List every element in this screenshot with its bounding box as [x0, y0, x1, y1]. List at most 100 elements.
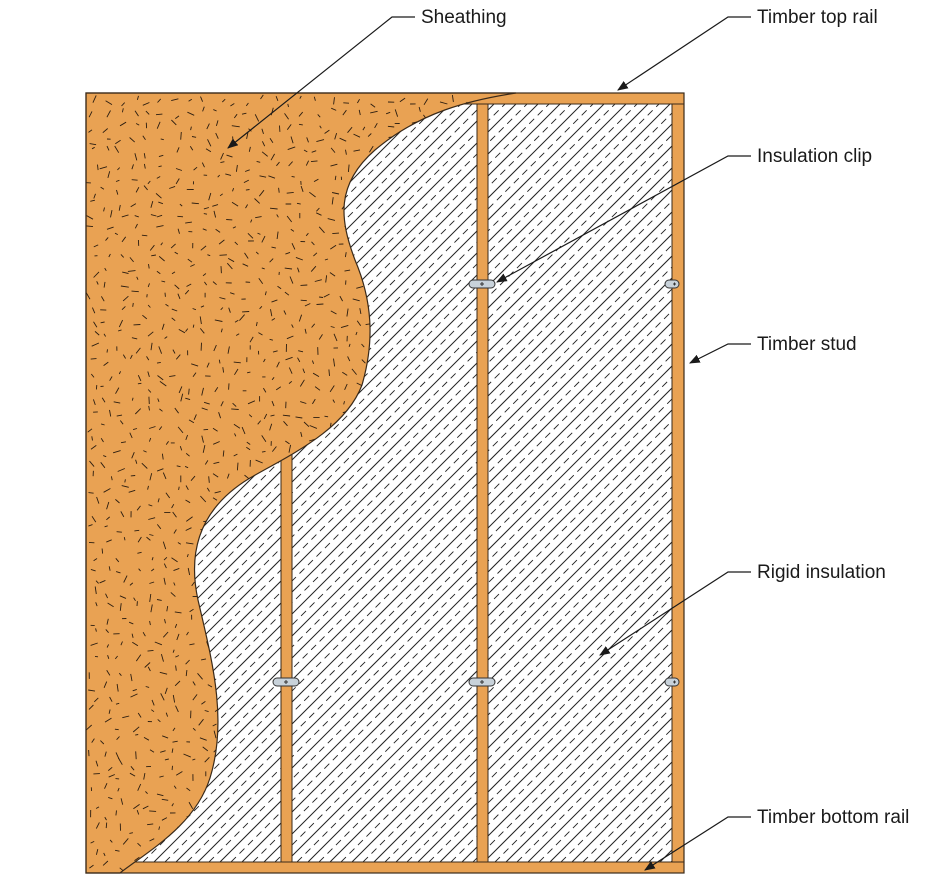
sheathing-fleck [313, 252, 318, 257]
sheathing-fleck [231, 408, 239, 410]
sheathing-fleck [203, 401, 210, 405]
sheathing-fleck [318, 226, 325, 234]
sheathing-fleck [148, 504, 153, 507]
sheathing-fleck [217, 174, 221, 178]
hatch-line [86, 104, 627, 645]
sheathing-fleck [347, 356, 351, 362]
sheathing-fleck [173, 582, 176, 586]
sheathing-fleck [206, 362, 210, 368]
sheathing-fleck [135, 751, 137, 760]
sheathing-fleck [261, 267, 265, 270]
hatch-line [770, 104, 946, 862]
sheathing-fleck [269, 423, 273, 431]
sheathing-fleck [362, 126, 366, 131]
sheathing-fleck [200, 305, 205, 308]
sheathing-fleck [156, 214, 163, 218]
sheathing-fleck [310, 265, 317, 272]
sheathing-fleck [137, 551, 142, 554]
sheathing-fleck [95, 760, 99, 767]
sheathing-fleck [188, 388, 190, 395]
sheathing-fleck [130, 673, 133, 682]
sheathing-fleck [104, 783, 108, 789]
sheathing-fleck [351, 368, 357, 375]
sheathing-fleck [201, 701, 206, 705]
hatch-line [86, 145, 672, 733]
sheathing-fleck [120, 511, 125, 518]
sheathing-fleck [213, 441, 220, 445]
hatch-line [109, 299, 672, 862]
sheathing-fleck [114, 145, 120, 153]
sheathing-fleck [131, 633, 134, 638]
sheathing-fleck [109, 376, 113, 381]
sheathing-fleck [199, 737, 207, 741]
sheathing-fleck [151, 254, 156, 257]
sheathing-fleck [131, 452, 135, 459]
sheathing-fleck [233, 423, 241, 429]
sheathing-fleck [88, 689, 96, 692]
sheathing-fleck [192, 308, 197, 311]
sheathing-fleck [185, 542, 194, 545]
sheathing-fleck [192, 758, 196, 761]
sheathing-fleck [119, 420, 124, 425]
sheathing-fleck [119, 595, 127, 599]
label-rigid-insulation: Rigid insulation [757, 562, 886, 583]
sheathing-fleck [135, 186, 140, 193]
sheathing-fleck [298, 314, 303, 322]
sheathing-fleck [288, 161, 293, 167]
insulation-clip-edge [664, 279, 680, 289]
sheathing-fleck [171, 748, 174, 753]
sheathing-fleck [90, 445, 97, 450]
hatch-dash-line [86, 104, 616, 634]
sheathing-fleck [235, 164, 238, 172]
sheathing-fleck [353, 149, 361, 152]
sheathing-fleck [109, 409, 112, 417]
sheathing-fleck [185, 499, 191, 504]
sheathing-fleck [218, 359, 221, 364]
sheathing-fleck [149, 473, 153, 481]
sheathing-fleck [95, 628, 97, 632]
sheathing-fleck [121, 306, 126, 311]
sheathing-fleck [108, 566, 111, 571]
sheathing-fleck [115, 571, 121, 574]
sheathing-fleck [149, 749, 155, 753]
sheathing-fleck [101, 296, 105, 302]
sheathing-fleck [188, 419, 195, 424]
sheathing-fleck [103, 333, 106, 337]
sheathing-fleck [91, 738, 95, 743]
sheathing-fleck [122, 354, 126, 359]
hatch-line [263, 453, 672, 862]
sheathing-fleck [119, 603, 122, 611]
sheathing-fleck [219, 193, 223, 197]
sheathing-fleck [105, 100, 113, 105]
sheathing-fleck [138, 568, 141, 572]
sheathing-fleck [86, 724, 93, 731]
sheathing-fleck [164, 687, 168, 695]
sheathing-fleck [284, 267, 293, 270]
sheathing-fleck [100, 423, 105, 426]
sheathing-fleck [346, 308, 349, 317]
sheathing-fleck [146, 536, 151, 541]
sheathing-fleck [108, 253, 111, 258]
sheathing-fleck [357, 98, 360, 104]
sheathing-fleck [142, 631, 146, 637]
callout-insulation-clip: Insulation clip [496, 146, 872, 283]
sheathing-fleck [171, 803, 174, 807]
sheathing-fleck [299, 95, 302, 99]
sheathing-fleck [264, 291, 267, 296]
sheathing-fleck [132, 428, 138, 431]
sheathing-fleck [117, 787, 120, 792]
hatch-dash-line [759, 104, 946, 862]
sheathing-fleck [318, 334, 323, 340]
sheathing-fleck [120, 285, 129, 288]
hatch-dash-line [693, 104, 946, 862]
sheathing-fleck [226, 262, 233, 270]
sheathing-fleck [352, 298, 360, 302]
sheathing-fleck [156, 225, 164, 228]
sheathing-fleck [102, 128, 108, 134]
hatch-line [0, 104, 76, 862]
hatch-line [704, 104, 946, 862]
label-top-rail: Timber top rail [757, 7, 878, 28]
sheathing-fleck [180, 131, 182, 140]
sheathing-fleck [298, 123, 303, 126]
